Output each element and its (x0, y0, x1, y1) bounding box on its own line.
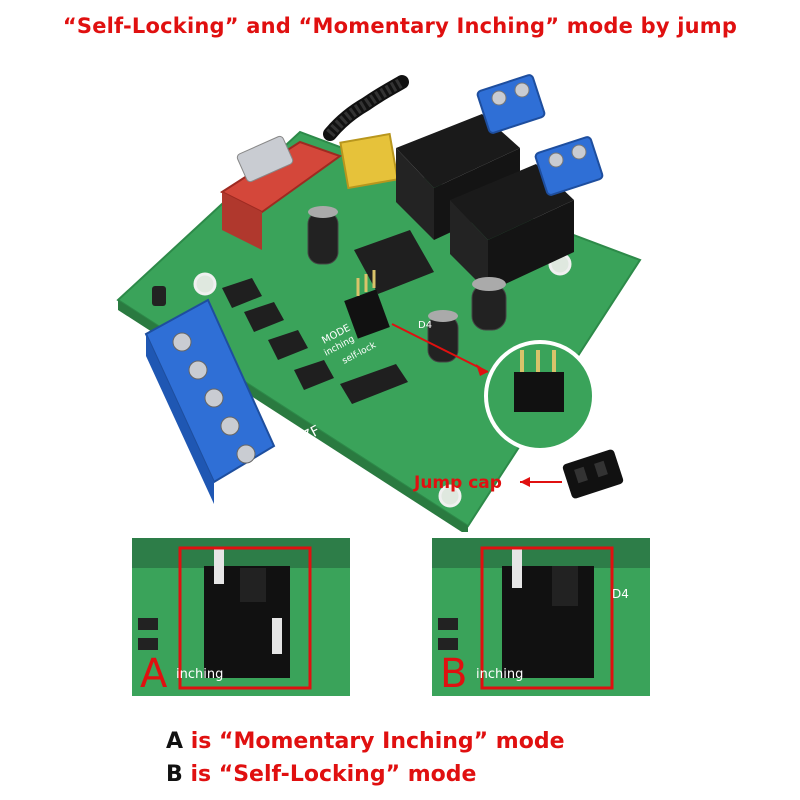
detail-crop-a: inching A (132, 538, 350, 696)
terminal-block-top (476, 74, 546, 134)
jumper-header (344, 270, 390, 339)
zoom-inset (391, 323, 596, 452)
legend-line-b: B is “Self-Locking” mode (166, 762, 476, 787)
jump-cap-label: Jump cap (413, 473, 502, 493)
electrolytic-capacitor (471, 277, 507, 331)
detail-letter-b: B (440, 651, 468, 696)
legend-letter-b: B (166, 762, 183, 787)
d4-silkscreen: D4 (418, 320, 432, 331)
svg-text:D4: D4 (612, 587, 629, 601)
electrolytic-capacitor (307, 206, 339, 265)
terminal-block-left (144, 298, 276, 504)
yellow-capacitor (339, 132, 399, 190)
mounting-hole (193, 272, 217, 296)
detail-letter-a: A (140, 651, 168, 696)
legend-line-a: A is “Momentary Inching” mode (166, 729, 565, 754)
mounting-hole (438, 484, 462, 508)
optocoupler-chips (222, 278, 334, 390)
push-button-icon (152, 286, 166, 306)
detail-crop-b: inching D4 B (432, 538, 650, 696)
pcb-board-photo: MODE inching self-lock D4 SD0802-ZF 2021… (116, 74, 642, 532)
legend-letter-a: A (166, 729, 184, 754)
electrolytic-capacitor (427, 310, 459, 363)
ic-chip (340, 364, 408, 404)
legend-text-a: is “Momentary Inching” mode (183, 729, 565, 754)
svg-text:inching: inching (476, 667, 523, 682)
page-title: “Self-Locking” and “Momentary Inching” m… (62, 14, 738, 38)
antenna-coil-icon (323, 75, 409, 141)
jump-cap-icon (562, 449, 624, 499)
svg-text:inching: inching (176, 667, 223, 682)
terminal-block-right (534, 136, 604, 196)
legend-text-b: is “Self-Locking” mode (182, 762, 477, 787)
